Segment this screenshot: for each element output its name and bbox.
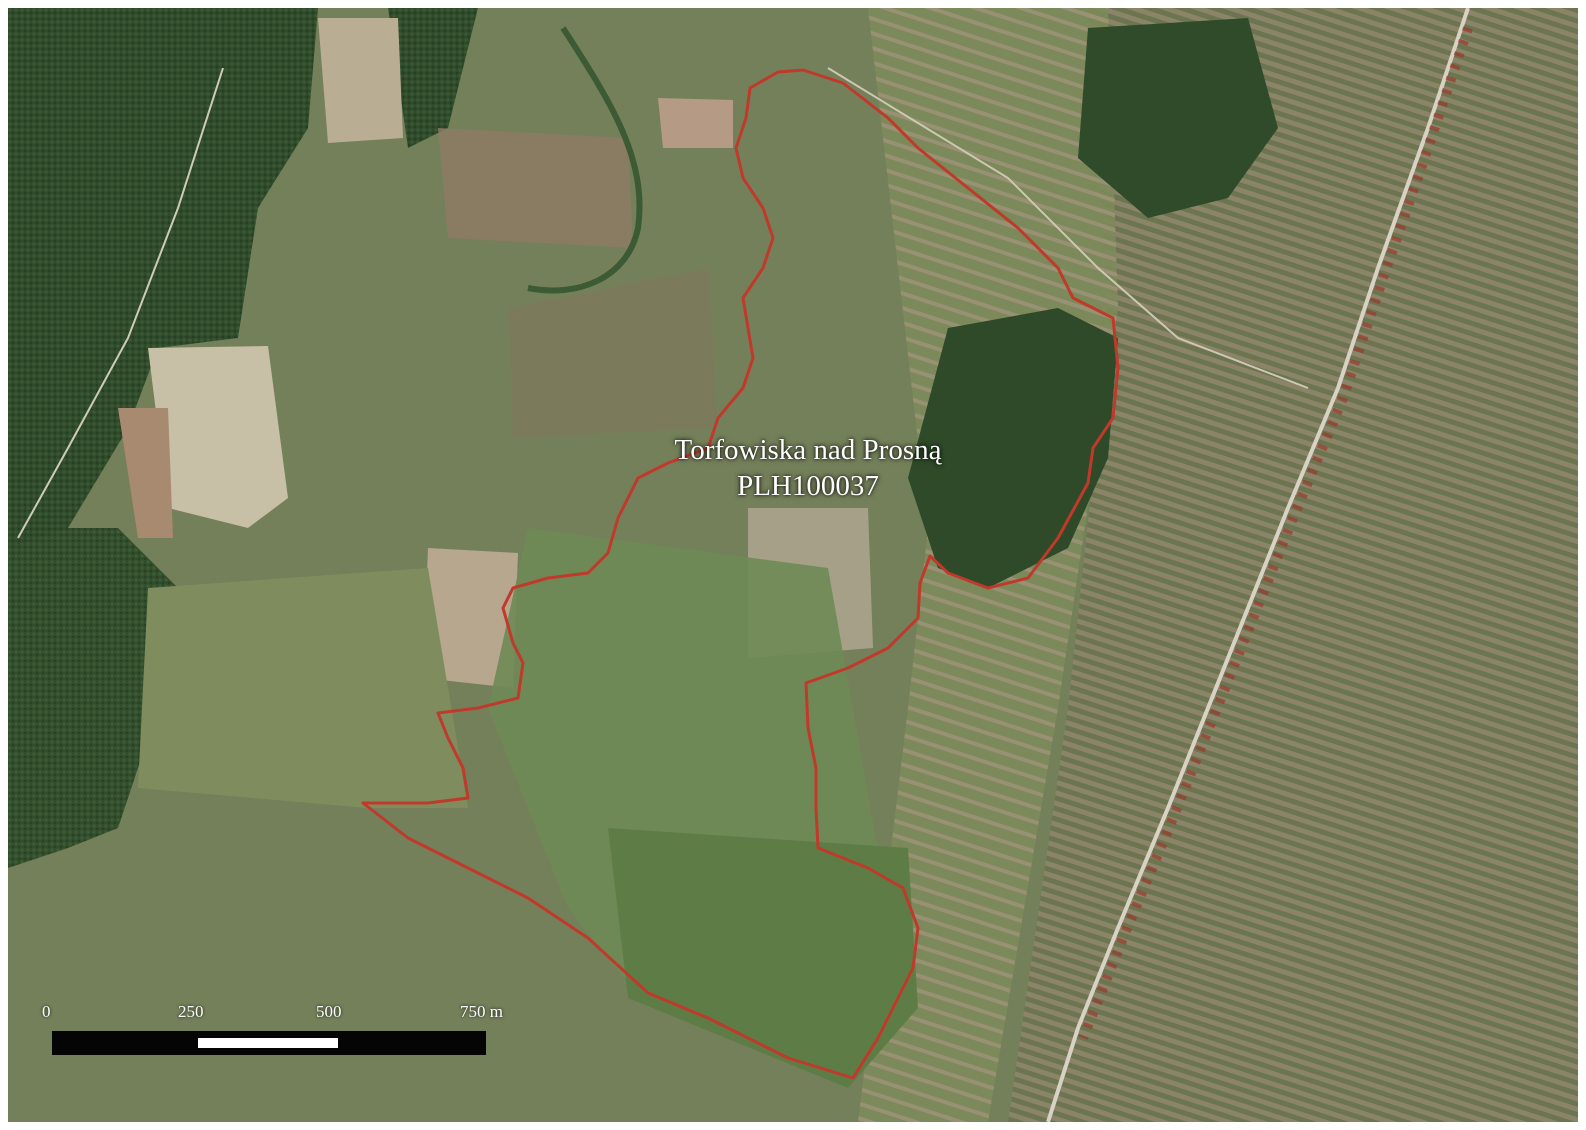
meadow-south-2: [608, 828, 918, 1088]
map-view[interactable]: Torfowiska nad Prosną PLH100037 0 250 50…: [8, 8, 1578, 1122]
satellite-imagery: [8, 8, 1578, 1122]
scale-label-500: 500: [316, 1002, 342, 1021]
field-brown-1: [118, 408, 173, 538]
meadow-south: [138, 568, 468, 808]
field-brown-2: [438, 128, 633, 248]
scale-bar-white-segment: [198, 1038, 338, 1048]
forest-east-block: [908, 308, 1118, 588]
river-channel: [527, 26, 643, 294]
farmland-east: [1008, 8, 1578, 1122]
forest-southwest: [8, 528, 178, 868]
scale-label-250: 250: [178, 1002, 204, 1021]
forest-northeast: [1078, 18, 1278, 218]
field-light-1: [148, 346, 288, 528]
field-light-4: [423, 548, 518, 688]
village-road: [1046, 8, 1470, 1122]
site-label: Torfowiska nad Prosną PLH100037: [568, 432, 1048, 504]
field-light-2: [318, 18, 403, 143]
scale-label-750: 750 m: [460, 1002, 503, 1021]
forest-strip-north: [388, 8, 478, 148]
village-buildings: [1078, 26, 1473, 1040]
site-code: PLH100037: [737, 470, 879, 502]
field-brown-3: [508, 268, 718, 438]
road-west: [17, 67, 224, 539]
forest-west: [8, 8, 318, 548]
field-light-3: [658, 98, 733, 148]
road-north-center: [827, 67, 1309, 389]
site-name: Torfowiska nad Prosną: [674, 434, 942, 466]
site-boundary: [361, 68, 1120, 1080]
scale-label-0: 0: [42, 1002, 51, 1021]
